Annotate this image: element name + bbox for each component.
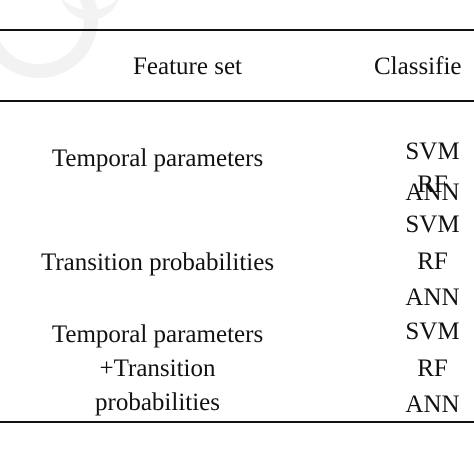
- classifier-cell: SVM: [405, 138, 460, 165]
- classifier-cell: RF: [417, 248, 448, 275]
- table-top-rule: [0, 29, 474, 31]
- feature-set-cell: Temporal parameters: [51, 321, 264, 348]
- classifier-cell: ANN: [405, 284, 460, 311]
- header-classifier: Classifie: [374, 53, 462, 80]
- table-bottom-rule: [0, 421, 474, 423]
- feature-set-cell: probabilities: [95, 389, 220, 416]
- table-header-rule: [0, 100, 474, 102]
- classifier-cell: ANN: [405, 179, 460, 206]
- classifier-cell: SVM: [405, 211, 460, 238]
- classifier-cell: SVM: [405, 318, 460, 345]
- classifier-cell: RF: [417, 355, 448, 382]
- feature-set-cell: +Transition: [99, 355, 216, 382]
- feature-set-cell: Temporal parameters: [51, 145, 264, 172]
- feature-set-cell: Transition probabilities: [40, 249, 275, 276]
- watermark-arc: [60, 0, 120, 20]
- classifier-cell: RF: [417, 171, 448, 198]
- header-feature-set: Feature set: [133, 53, 242, 80]
- classifier-cell: ANN: [405, 391, 460, 418]
